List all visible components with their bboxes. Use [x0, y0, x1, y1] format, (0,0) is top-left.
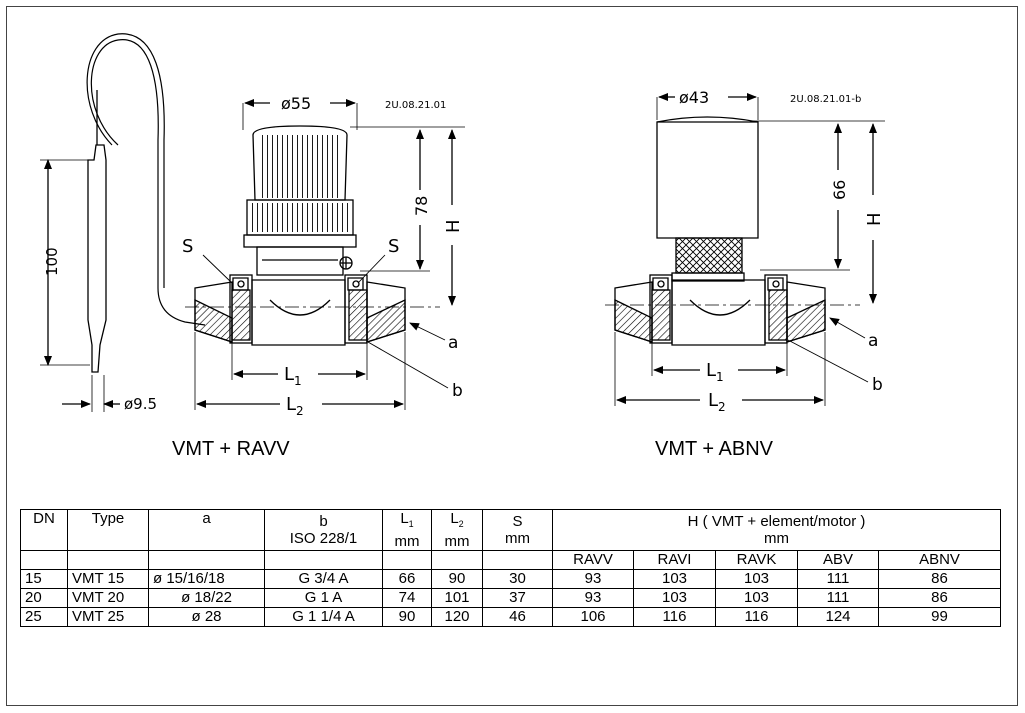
subheader-abv: ABV: [797, 550, 879, 570]
table-row: 20 VMT 20 ø 18/22 G 1 A 74 101 37 93 103…: [20, 588, 1002, 608]
subheader-ravk: RAVK: [715, 550, 798, 570]
header-h: H ( VMT + element/motor )mm: [551, 509, 1002, 551]
left-label-b: b: [452, 381, 463, 401]
right-dim-H: H: [864, 212, 885, 226]
right-label-L2: L2: [708, 390, 726, 414]
right-dim-diameter: ø43: [679, 88, 709, 107]
left-label-S-left: S: [182, 236, 193, 257]
left-label-L1: L1: [284, 364, 302, 388]
header-type: Type: [67, 509, 149, 551]
drawing-labels: 2U.08.21.01 ø55 78 H 100 ø9.5 S S a b L1…: [43, 88, 885, 418]
right-valve-drawing: [605, 93, 885, 406]
subheader-ravv: RAVV: [552, 550, 634, 570]
table-row: 25 VMT 25 ø 28 G 1 1/4 A 90 120 46 106 1…: [20, 607, 1002, 627]
left-dim-diameter: ø55: [281, 94, 311, 113]
table-row: 15 VMT 15 ø 15/16/18 G 3/4 A 66 90 30 93…: [20, 569, 1002, 589]
right-caption: VMT + ABNV: [655, 438, 774, 460]
subheader-abnv: ABNV: [877, 550, 1002, 570]
left-dim-bulb-diameter: ø9.5: [124, 395, 157, 413]
header-dn: DN: [20, 509, 68, 551]
left-dim-H: H: [443, 219, 464, 233]
left-dim-height: 78: [412, 196, 431, 216]
left-label-a: a: [448, 333, 458, 353]
sensor-bulb: [87, 144, 107, 373]
left-label-S-right: S: [388, 236, 399, 257]
right-dim-height: 66: [830, 180, 849, 200]
left-label-L2: L2: [286, 394, 304, 418]
right-label-L1: L1: [706, 360, 724, 384]
right-drawing-code: 2U.08.21.01-b: [790, 94, 861, 105]
right-label-a: a: [868, 331, 878, 351]
subheader-ravi: RAVI: [633, 550, 716, 570]
header-a: a: [148, 509, 265, 551]
right-label-b: b: [872, 375, 883, 395]
left-caption: VMT + RAVV: [172, 438, 290, 460]
capillary-tube: [90, 39, 206, 326]
page-frame: [6, 6, 1018, 706]
left-valve-drawing: [40, 33, 465, 412]
left-drawing-code: 2U.08.21.01: [385, 100, 446, 111]
left-dim-bulb-length: 100: [43, 247, 61, 276]
table-subheader-row: RAVV RAVI RAVK ABV ABNV: [20, 550, 1002, 570]
